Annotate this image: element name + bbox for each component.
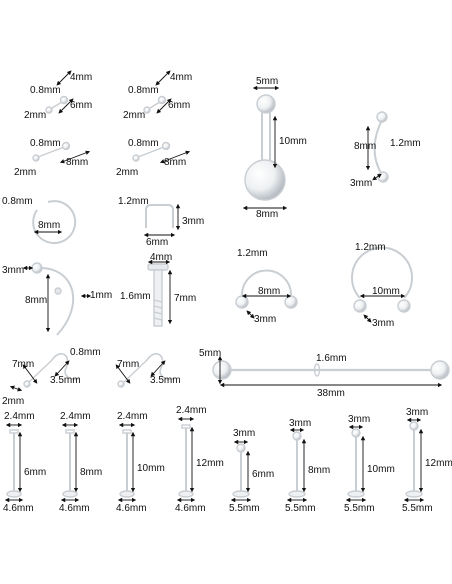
r1a-ball-label: 4mm (70, 72, 93, 83)
r2b-end-label: 2mm (116, 167, 139, 178)
labret1-length-label: 6mm (24, 467, 47, 478)
retainer-top-label: 4mm (150, 252, 173, 263)
seamless-ring (32, 200, 77, 245)
labret8-base-label: 5.5mm (402, 503, 433, 514)
belly-length-label: 10mm (279, 136, 307, 147)
labret8-length-label: 12mm (425, 458, 452, 469)
industrial-ball-label: 5mm (199, 348, 222, 359)
labret-4 (178, 424, 194, 498)
labret7-top-label: 3mm (348, 414, 371, 425)
belly-bottom-label: 8mm (256, 209, 279, 220)
labret6-top-label: 3mm (289, 418, 312, 429)
staple-retainer (145, 204, 174, 228)
labret8-top-label: 3mm (406, 407, 429, 418)
r1a-length-label: 6mm (70, 100, 93, 111)
labret3-base-label: 4.6mm (116, 503, 147, 514)
industrial-length-label: 38mm (317, 388, 345, 399)
labret2-length-label: 8mm (80, 467, 103, 478)
staple-height-label: 3mm (182, 216, 205, 227)
staple-gauge-label: 1.2mm (118, 196, 149, 207)
r2a-gauge-label: 0.8mm (30, 138, 61, 149)
labret1-base-label: 4.6mm (3, 503, 34, 514)
labret-6 (288, 431, 306, 498)
horseshoe2-gauge-label: 1.2mm (355, 242, 386, 253)
labret4-length-label: 12mm (196, 458, 224, 469)
labret1-top-label: 2.4mm (4, 411, 35, 422)
belly-button-ring (244, 94, 286, 201)
hook-ball-label: 3mm (2, 265, 25, 276)
labret3-length-label: 10mm (137, 463, 165, 474)
nose-stud-2 (143, 95, 167, 114)
curved-ball-label: 3mm (350, 178, 373, 189)
ring-gauge-label: 0.8mm (2, 196, 33, 207)
labret6-base-label: 5.5mm (285, 503, 316, 514)
nose1-curve-label: 3.5mm (50, 375, 81, 386)
horseshoe1-gauge-label: 1.2mm (237, 248, 268, 259)
labret-1 (6, 429, 22, 498)
r1b-end-label: 2mm (123, 110, 146, 121)
horseshoe-2 (351, 246, 413, 313)
r1b-length-label: 6mm (168, 100, 191, 111)
curved-barbell (373, 111, 389, 183)
dimension-arrows (4, 70, 443, 503)
labret4-base-label: 4.6mm (175, 503, 206, 514)
labret2-top-label: 2.4mm (60, 411, 91, 422)
r1a-end-label: 2mm (24, 110, 47, 121)
staple-width-label: 6mm (146, 237, 169, 248)
r2b-length-label: 8mm (164, 157, 187, 168)
nose2-curve-label: 3.5mm (150, 375, 181, 386)
nose-bone-1 (32, 141, 71, 162)
hook-length-label: 8mm (25, 295, 48, 306)
retainer-length-label: 7mm (174, 293, 197, 304)
nose-stud-1 (45, 95, 69, 114)
labret5-length-label: 6mm (252, 469, 275, 480)
labret6-length-label: 8mm (308, 465, 331, 476)
nose-bone-2 (132, 141, 171, 162)
hook-gauge-label: 1mm (90, 290, 113, 301)
labret-7 (347, 428, 365, 498)
labret7-length-label: 10mm (367, 464, 395, 475)
curved-length-label: 8mm (354, 141, 377, 152)
industrial-gauge-label: 1.6mm (316, 353, 347, 364)
labret-2 (62, 429, 78, 498)
labret-8 (405, 421, 423, 498)
horseshoe2-ball-label: 3mm (372, 318, 395, 329)
labret5-top-label: 3mm (233, 428, 256, 439)
labret-5 (232, 443, 250, 498)
r2b-gauge-label: 0.8mm (128, 138, 159, 149)
horseshoe2-diameter-label: 10mm (372, 286, 400, 297)
ring-diameter-label: 8mm (38, 220, 61, 231)
flat-back-retainer (147, 263, 169, 327)
horseshoe1-ball-label: 3mm (254, 314, 277, 325)
r2a-end-label: 2mm (14, 167, 37, 178)
nose1-end-label: 2mm (2, 396, 25, 407)
r1b-gauge-label: 0.8mm (128, 85, 159, 96)
r1b-ball-label: 4mm (170, 72, 193, 83)
belly-top-label: 5mm (256, 76, 279, 87)
nose1-gauge-label: 0.8mm (70, 347, 101, 358)
r2a-length-label: 8mm (66, 157, 89, 168)
labret5-base-label: 5.5mm (229, 503, 260, 514)
labret7-base-label: 5.5mm (344, 503, 375, 514)
nose1-length-label: 7mm (12, 359, 35, 370)
curved-gauge-label: 1.2mm (390, 138, 421, 149)
nose2-length-label: 7mm (117, 359, 140, 370)
labret-3 (119, 429, 135, 498)
r1a-gauge-label: 0.8mm (30, 85, 61, 96)
horseshoe1-diameter-label: 8mm (258, 286, 281, 297)
labret2-base-label: 4.6mm (59, 503, 90, 514)
retainer-gauge-label: 1.6mm (120, 291, 151, 302)
labret3-top-label: 2.4mm (117, 411, 148, 422)
labret4-top-label: 2.4mm (176, 405, 207, 416)
